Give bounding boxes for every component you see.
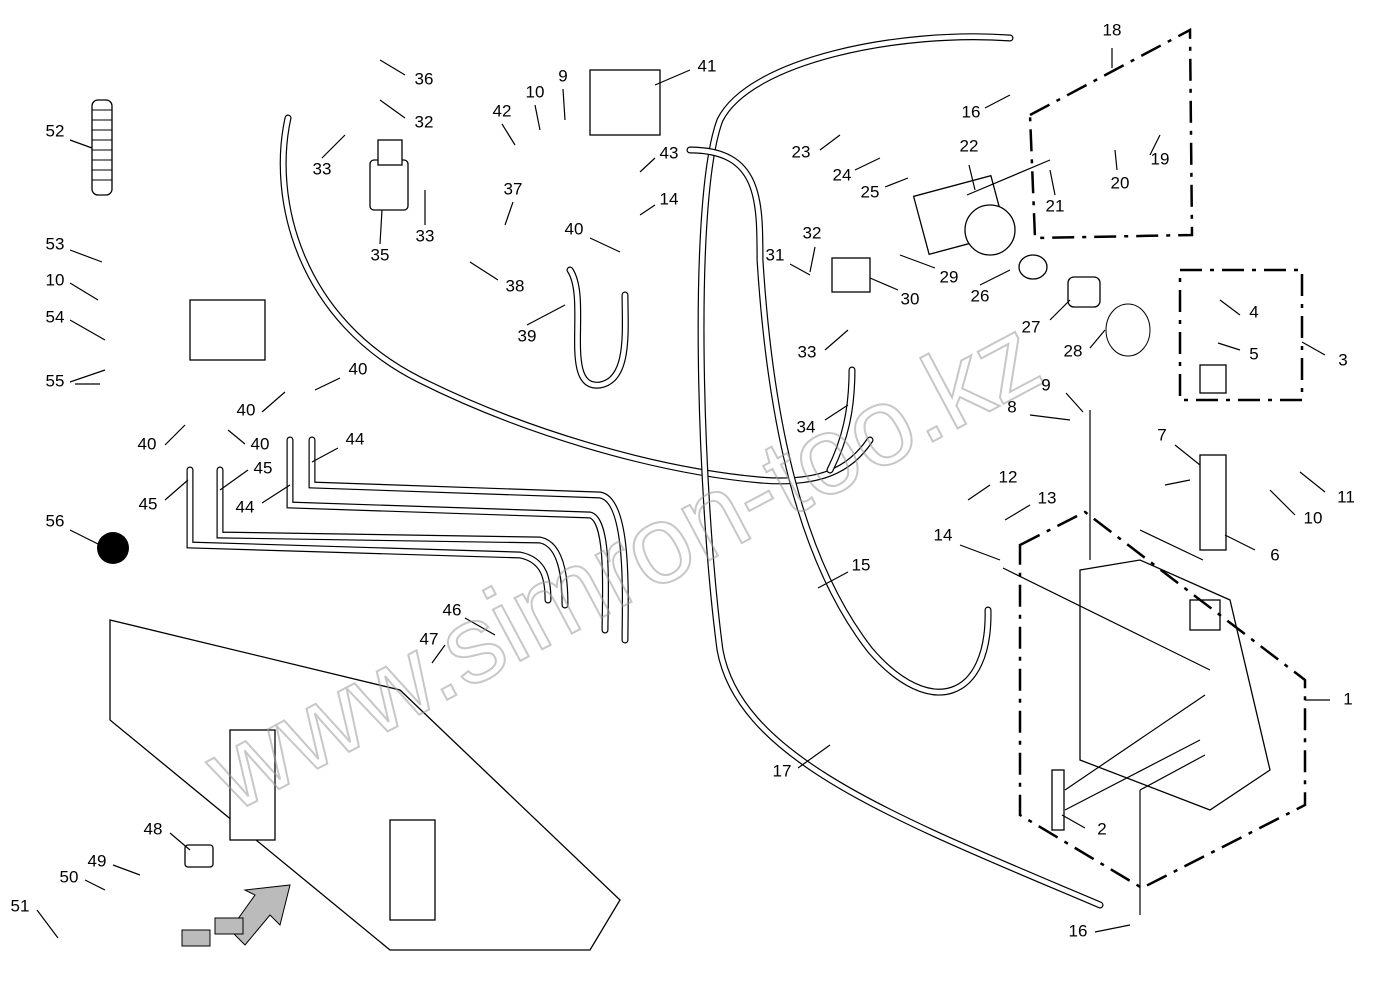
callout: 6 — [1270, 545, 1279, 564]
callout: 10 — [1304, 508, 1323, 527]
frame-plate — [229, 729, 276, 841]
callout: 50 — [60, 867, 79, 886]
callout: 32 — [415, 112, 434, 131]
callout: 45 — [254, 458, 273, 477]
tank-1 — [1079, 559, 1271, 811]
callout: 33 — [313, 159, 332, 178]
callout: 15 — [852, 555, 871, 574]
callout: 7 — [1157, 425, 1166, 444]
callout: 14 — [660, 189, 679, 208]
callout: 56 — [46, 511, 65, 530]
callout: 37 — [504, 179, 523, 198]
callout: 36 — [415, 69, 434, 88]
oring-26 — [1018, 254, 1048, 280]
callout: 40 — [237, 400, 256, 419]
hose-lines — [186, 33, 1104, 909]
svg-text:www.simron-too.kz: www.simron-too.kz — [186, 293, 1060, 835]
block-30 — [831, 257, 871, 293]
callout: 39 — [518, 326, 537, 345]
callout: 34 — [797, 417, 816, 436]
callout: 35 — [371, 245, 390, 264]
callout: 12 — [999, 467, 1018, 486]
callout: 16 — [1069, 921, 1088, 940]
callout: 21 — [1046, 196, 1065, 215]
callout: 40 — [251, 434, 270, 453]
callout: 2 — [1097, 819, 1106, 838]
sight-gauge-2 — [1051, 769, 1065, 831]
callout: 48 — [144, 819, 163, 838]
callout: 16 — [962, 102, 981, 121]
callout: 22 — [960, 136, 979, 155]
callout: 10 — [46, 270, 65, 289]
frame-plate — [389, 819, 436, 921]
callout: 23 — [792, 142, 811, 161]
callout: 11 — [1337, 487, 1355, 506]
oring-28 — [1105, 303, 1151, 357]
group-boxes — [1018, 27, 1307, 890]
callout: 49 — [88, 851, 107, 870]
callout: 55 — [46, 371, 65, 390]
callout: 3 — [1338, 350, 1347, 369]
callout: 41 — [698, 56, 717, 75]
bracket-6 — [1199, 454, 1227, 551]
callout: 42 — [493, 101, 512, 120]
callout: 30 — [901, 289, 920, 308]
sleeve-52 — [91, 99, 113, 196]
callout: 20 — [1111, 173, 1130, 192]
callout: 33 — [798, 342, 817, 361]
callout: 28 — [1064, 341, 1083, 360]
callout: 33 — [416, 226, 435, 245]
fitting-48 — [184, 844, 214, 868]
callout-labels: 36 32 33 35 33 37 38 39 42 10 9 41 43 14… — [11, 20, 1355, 940]
callout: 45 — [139, 494, 158, 513]
frame — [109, 619, 621, 951]
callout: 54 — [46, 307, 65, 326]
direction-arrow — [229, 884, 291, 946]
callout: 29 — [940, 267, 959, 286]
watermark: www.simron-too.kz — [185, 292, 1061, 836]
callout: 10 — [526, 82, 545, 101]
callout: 8 — [1007, 397, 1016, 416]
callout: 43 — [660, 143, 679, 162]
callout: 5 — [1249, 344, 1258, 363]
callout: 52 — [46, 121, 65, 140]
callout: 31 — [766, 245, 785, 264]
callout: 40 — [349, 359, 368, 378]
filler-5 — [1199, 364, 1227, 394]
adapter-27 — [1067, 276, 1101, 308]
callout: 40 — [138, 434, 157, 453]
callout: 4 — [1249, 302, 1258, 321]
callout: 1 — [1343, 689, 1352, 708]
callout: 19 — [1151, 149, 1170, 168]
callout: 13 — [1038, 488, 1057, 507]
leader-lines — [36, 48, 1330, 939]
callout: 25 — [861, 182, 880, 201]
valve-block — [189, 299, 266, 361]
callout: 47 — [420, 629, 439, 648]
callout: 14 — [934, 525, 953, 544]
callout: 44 — [346, 429, 365, 448]
callout: 9 — [558, 66, 567, 85]
callout: 26 — [971, 286, 990, 305]
callout: 38 — [506, 276, 525, 295]
callout: 17 — [773, 761, 792, 780]
callout: 40 — [565, 219, 584, 238]
callout: 46 — [443, 600, 462, 619]
callout: 24 — [833, 165, 852, 184]
callout: 53 — [46, 234, 65, 253]
filter-35 — [369, 159, 409, 211]
callout: 44 — [236, 497, 255, 516]
arrow-tail — [181, 929, 211, 947]
grommet-56 — [97, 532, 129, 564]
valve-block-41 — [589, 69, 661, 136]
callout: 32 — [803, 223, 822, 242]
callout: 18 — [1103, 20, 1122, 39]
callout: 51 — [11, 896, 30, 915]
callout: 27 — [1022, 317, 1041, 336]
callout: 9 — [1041, 375, 1050, 394]
